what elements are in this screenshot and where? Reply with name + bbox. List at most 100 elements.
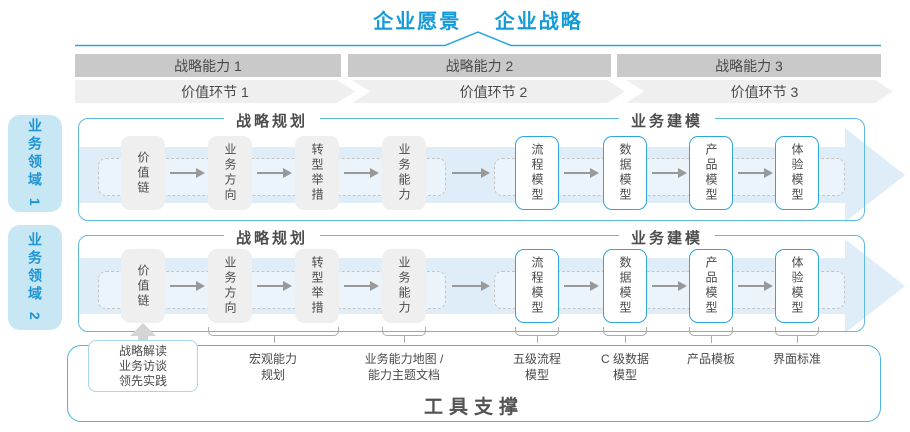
business-domain-text: 业务领域 1: [27, 117, 43, 210]
flow-arrow: [564, 281, 599, 291]
flow-box-product-model: 产品模型: [689, 249, 733, 323]
flow-box-label: 数据模型: [618, 143, 632, 203]
annotation-product-template: 产品模板: [636, 351, 786, 367]
strategy-title: 企业战略: [494, 11, 583, 33]
flow-box-label: 业务方向: [223, 256, 237, 316]
annotation-line: 宏观能力: [248, 352, 297, 366]
header-titles: 企业愿景 企业战略: [75, 5, 881, 34]
strategy-capability-bar-2: 战略能力 2: [348, 54, 611, 77]
flow-box-business-capability: 业务能力: [382, 249, 426, 323]
annotation-line: 产品模板: [686, 352, 735, 366]
annotation-brace: [515, 327, 559, 343]
flow-box-business-capability: 业务能力: [382, 136, 426, 210]
annotation-brace: [382, 327, 426, 343]
flow-box-process-model: 流程模型: [515, 136, 559, 210]
flow-box-value-chain: 价值链: [121, 249, 165, 323]
flow-arrow: [257, 168, 292, 178]
vision-title: 企业愿景: [373, 11, 462, 33]
flow-arrow: [452, 168, 490, 178]
flow-box-product-model: 产品模型: [689, 136, 733, 210]
flow-box-label: 流程模型: [530, 256, 544, 316]
flow-box-process-model: 流程模型: [515, 249, 559, 323]
flow-box-label: 流程模型: [530, 143, 544, 203]
annotation-data-model: C 级数据 模型: [550, 351, 700, 383]
flow-box-label: 业务方向: [223, 143, 237, 203]
business-domain-label-2: 业务领域 2: [8, 225, 62, 330]
flow-box-label: 产品模型: [704, 143, 718, 203]
flow-box-data-model: 数据模型: [603, 249, 647, 323]
flow-band-arrowhead: [845, 128, 905, 222]
annotation-line: 业务能力地图 /: [364, 352, 444, 366]
section-title-planning: 战略规划: [223, 227, 321, 248]
flow-box-label: 业务能力: [397, 143, 411, 203]
flow-box-label: 业务能力: [397, 256, 411, 316]
flow-arrow: [344, 168, 379, 178]
annotation-capability-map: 业务能力地图 / 能力主题文档: [329, 351, 479, 383]
flow-arrow: [652, 281, 687, 291]
annotation-line: 界面标准: [772, 352, 821, 366]
flow-arrow: [564, 168, 599, 178]
section-title-planning: 战略规划: [223, 110, 321, 131]
strategy-capability-label: 战略能力 3: [715, 57, 783, 74]
tool-support-box: [67, 345, 881, 422]
callout-up-arrow-shaft: [138, 335, 148, 343]
flow-box-label: 价值链: [136, 150, 150, 196]
value-chain-label: 价值环节 2: [459, 83, 528, 100]
header-divider-line: [75, 31, 881, 47]
flow-arrow: [170, 168, 205, 178]
callout-line: 业务访谈: [118, 358, 167, 373]
flow-arrow: [257, 281, 292, 291]
strategy-capability-label: 战略能力 1: [174, 57, 242, 74]
value-chain-chevron-3: 价值环节 3: [626, 80, 893, 103]
annotation-brace: [775, 327, 819, 343]
strategy-capability-bar-3: 战略能力 3: [617, 54, 881, 77]
flow-box-label: 产品模型: [704, 256, 718, 316]
tool-support-label: 工具支撑: [423, 397, 524, 418]
flow-arrow: [652, 168, 687, 178]
flow-arrow: [738, 168, 773, 178]
value-chain-chevron-1: 价值环节 1: [75, 80, 355, 103]
flow-box-label: 数据模型: [618, 256, 632, 316]
business-domain-label-1: 业务领域 1: [8, 115, 62, 212]
value-chain-chevron-2: 价值环节 2: [352, 80, 625, 103]
annotation-brace: [208, 327, 339, 343]
flow-arrow: [170, 281, 205, 291]
annotation-brace: [689, 327, 733, 343]
flow-band-arrowhead: [845, 239, 905, 333]
strategy-capability-bar-1: 战略能力 1: [75, 54, 341, 77]
flow-arrow: [344, 281, 379, 291]
flow-box-label: 转型举措: [310, 256, 324, 316]
flow-box-transformation-initiatives: 转型举措: [295, 136, 339, 210]
flow-box-label: 体验模型: [790, 256, 804, 316]
callout-up-arrow-head: [130, 323, 156, 336]
callout-line: 领先实践: [118, 373, 167, 388]
value-chain-label: 价值环节 3: [730, 83, 799, 100]
business-domain-text: 业务领域 2: [27, 231, 43, 324]
flow-arrow: [452, 281, 490, 291]
annotation-line: 能力主题文档: [367, 368, 440, 382]
flow-arrow: [738, 281, 773, 291]
flow-box-data-model: 数据模型: [603, 136, 647, 210]
callout-line: 战略解读: [118, 343, 167, 358]
flow-box-business-direction: 业务方向: [208, 136, 252, 210]
annotation-process-model: 五级流程 模型: [462, 351, 612, 383]
strategy-capability-label: 战略能力 2: [445, 57, 514, 74]
flow-box-label: 体验模型: [790, 143, 804, 203]
annotation-ui-standard: 界面标准: [722, 351, 872, 367]
flow-box-business-direction: 业务方向: [208, 249, 252, 323]
flow-box-experience-model: 体验模型: [775, 136, 819, 210]
annotation-line: 模型: [612, 368, 637, 382]
flow-box-experience-model: 体验模型: [775, 249, 819, 323]
annotation-line: 五级流程: [512, 352, 561, 366]
flow-box-label: 转型举措: [310, 143, 324, 203]
annotation-line: C 级数据: [600, 352, 649, 366]
section-title-modeling: 业务建模: [618, 227, 716, 248]
value-chain-label: 价值环节 1: [181, 83, 249, 100]
callout-box: 战略解读 业务访谈 领先实践: [88, 340, 198, 392]
annotation-macro-capability: 宏观能力 规划: [198, 351, 348, 383]
section-title-modeling: 业务建模: [618, 110, 716, 131]
flow-box-value-chain: 价值链: [121, 136, 165, 210]
flow-box-label: 价值链: [136, 263, 150, 309]
annotation-line: 规划: [260, 368, 285, 382]
